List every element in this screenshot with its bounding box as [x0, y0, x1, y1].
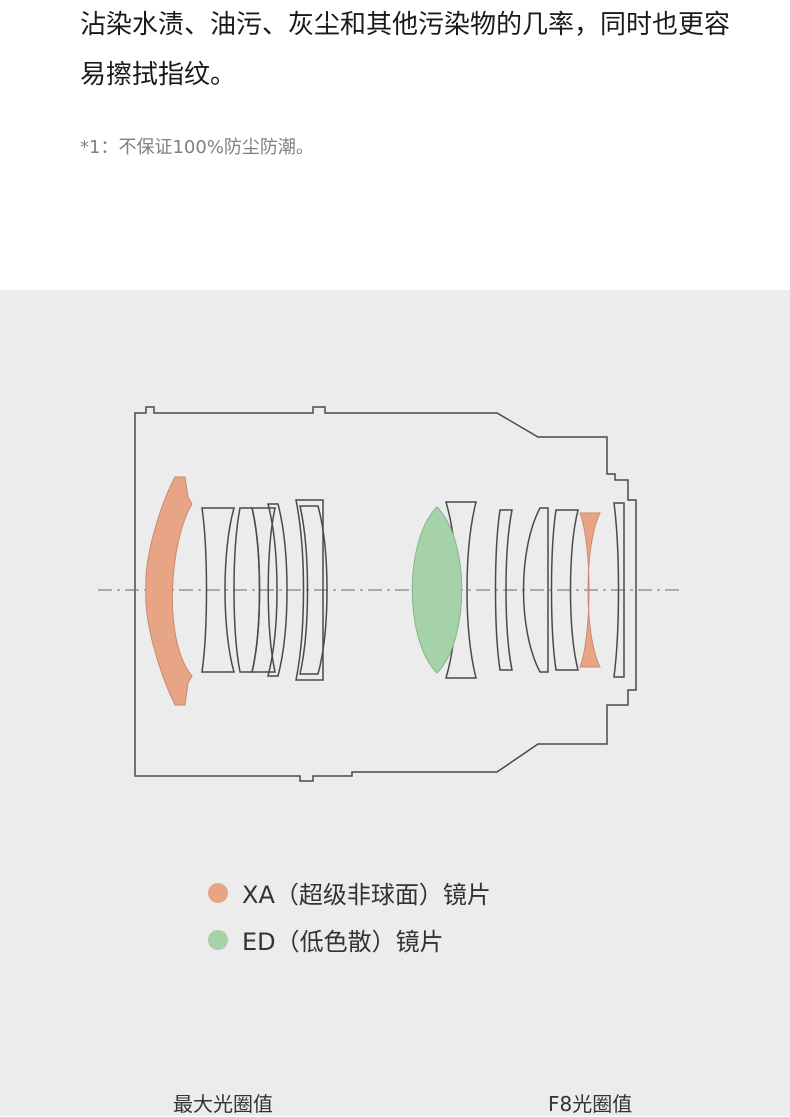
legend-label-ed: ED（低色散）镜片: [242, 928, 444, 956]
text-section: 沾染水渍、油污、灰尘和其他污染物的几率，同时也更容易擦拭指纹。 *1：不保证10…: [0, 0, 790, 290]
legend-item-xa: XA（超级非球面）镜片: [208, 875, 491, 910]
lens-element: [522, 507, 549, 673]
footnote: *1：不保证100%防尘防潮。: [80, 137, 314, 158]
lens-element: [267, 503, 288, 677]
xa-color-swatch: [208, 882, 228, 903]
legend-label-xa: XA（超级非球面）镜片: [242, 881, 491, 909]
lens-element: [295, 499, 324, 681]
lens-diagram-panel: XA（超级非球面）镜片 ED（低色散）镜片 最大光圈值 F8光圈值: [0, 290, 790, 1116]
ed-color-swatch: [208, 929, 228, 950]
lens-cross-section-diagram: [98, 406, 680, 782]
xa-lens-element: [145, 476, 193, 706]
lens-element: [299, 505, 328, 675]
lens-element: [550, 509, 579, 671]
legend-item-ed: ED（低色散）镜片: [208, 922, 444, 957]
caption-f8-aperture: F8光圈值: [548, 1092, 633, 1116]
lens-element: [201, 507, 235, 673]
body-paragraph: 沾染水渍、油污、灰尘和其他污染物的几率，同时也更容易擦拭指纹。: [80, 10, 731, 90]
lens-element: [613, 502, 625, 678]
caption-max-aperture: 最大光圈值: [173, 1092, 273, 1116]
xa-lens-element: [579, 512, 601, 668]
lens-element: [494, 509, 513, 671]
lens-barrel-outline: [134, 406, 637, 782]
ed-lens-element: [411, 506, 463, 674]
lens-element: [251, 507, 276, 673]
